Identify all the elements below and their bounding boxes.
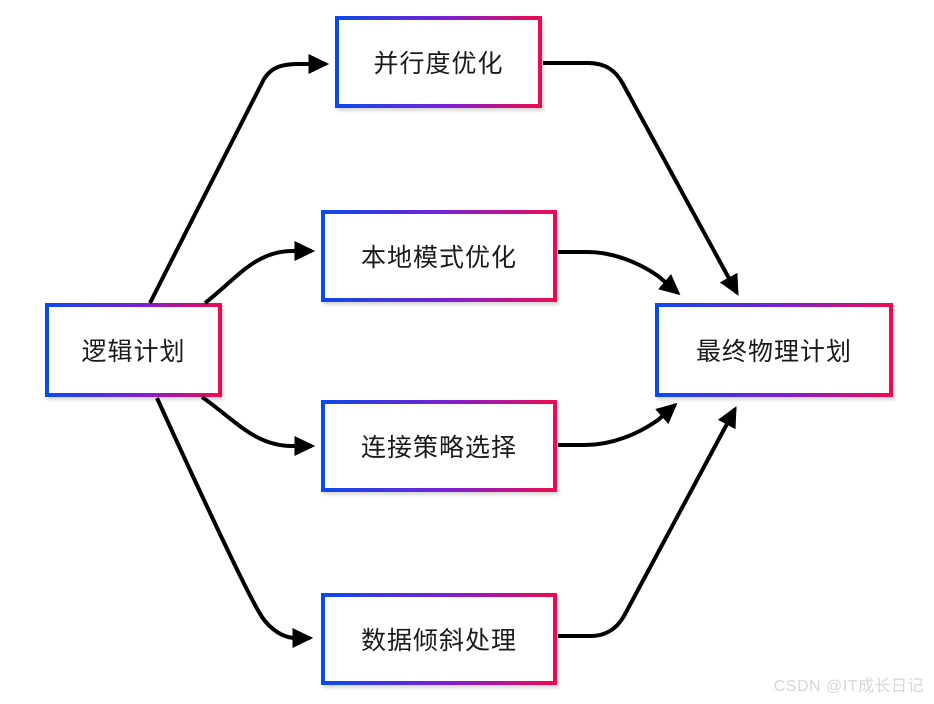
edge-parallelism-to-final xyxy=(543,61,739,296)
edge-logical-to-join-strategy xyxy=(200,395,316,456)
node-final-physical-plan: 最终物理计划 xyxy=(655,303,893,397)
edge-join-strategy-to-final xyxy=(558,402,678,447)
node-join-strategy-selection: 连接策略选择 xyxy=(321,400,557,492)
csdn-watermark: CSDN @IT成长日记 xyxy=(773,678,924,695)
node-parallelism-optimization: 并行度优化 xyxy=(335,16,542,108)
node-data-skew-handling: 数据倾斜处理 xyxy=(321,593,557,685)
edge-logical-to-data-skew xyxy=(155,397,314,648)
node-logical-plan: 逻辑计划 xyxy=(45,303,222,397)
node-local-mode-optimization: 本地模式优化 xyxy=(321,210,557,302)
edge-local-mode-to-final xyxy=(558,250,681,296)
edge-logical-to-parallelism xyxy=(148,54,330,304)
edge-logical-to-local-mode xyxy=(203,241,316,305)
edge-data-skew-to-final xyxy=(558,406,737,638)
